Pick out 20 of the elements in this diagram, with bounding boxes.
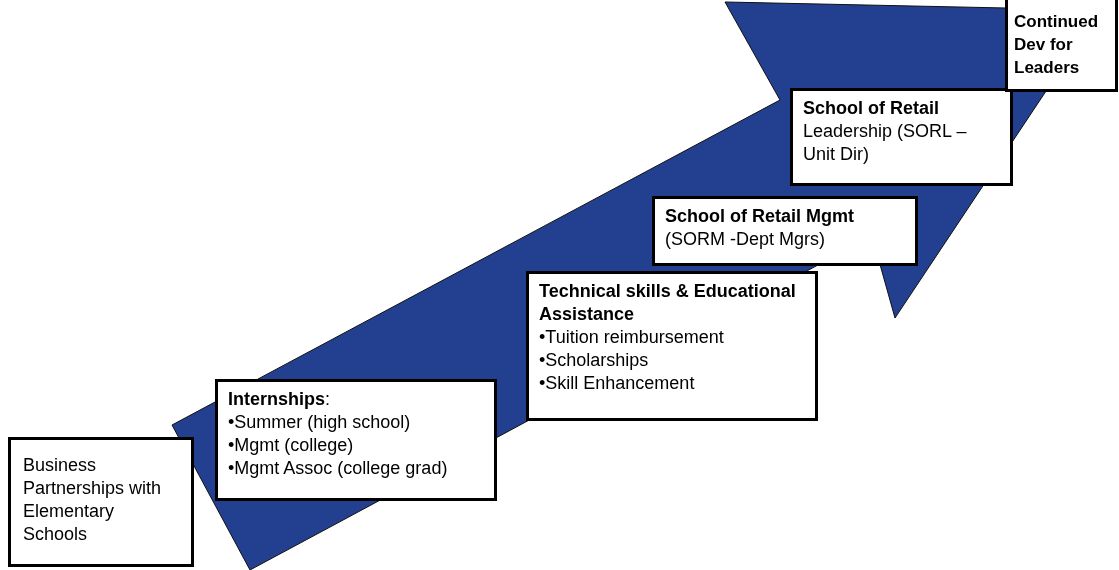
box-text: •Skill Enhancement [539,372,696,395]
process-box [8,437,194,567]
process-box [1005,0,1118,92]
box-heading: Continued Dev for Leaders [1014,11,1100,79]
box-text: •Summer (high school) [228,411,412,434]
process-box [652,196,918,266]
box-text: •Scholarships [539,349,650,372]
box-text: Leadership (SORL – Unit Dir) [803,120,968,166]
process-box [526,271,818,421]
box-heading: Technical skills & Educational Assistance [539,280,797,326]
box-text: •Tuition reimbursement [539,326,725,349]
box-heading: Business Partnerships with Elementary Schools [23,454,163,546]
box-heading: School of Retail [803,97,940,120]
box-text: •Mgmt Assoc (college grad) [228,457,449,480]
process-box [790,88,1013,186]
box-heading: School of Retail Mgmt [665,205,855,228]
process-box [215,379,497,501]
box-text: (SORM -Dept Mgrs) [665,228,826,251]
box-text: •Mgmt (college) [228,434,355,457]
box-heading: Internships: [228,388,332,411]
